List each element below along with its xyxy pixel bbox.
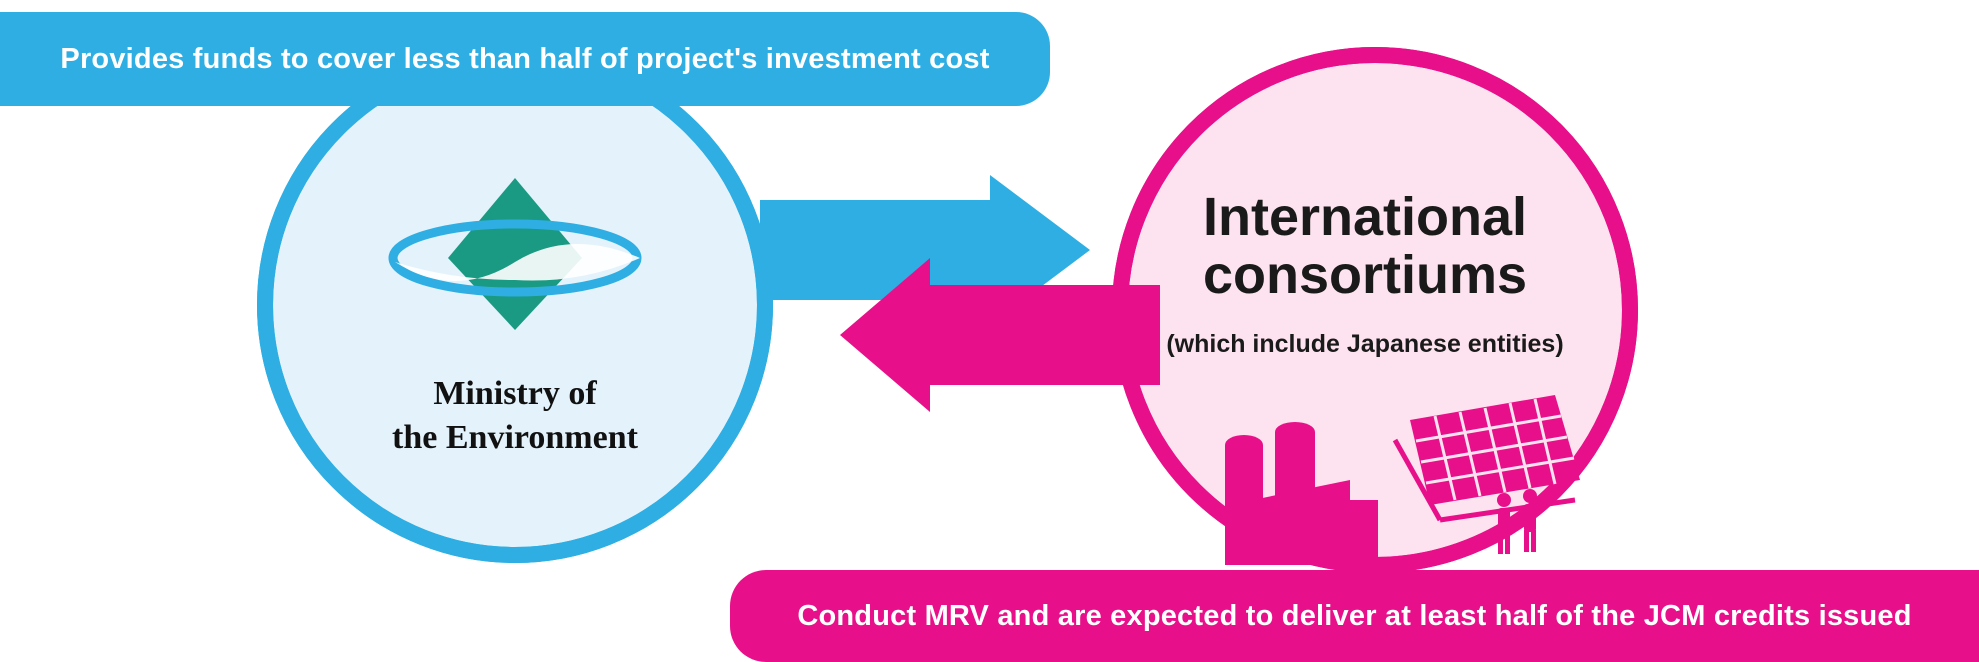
funding-banner-text: Provides funds to cover less than half o…: [60, 42, 990, 75]
mrv-banner-text: Conduct MRV and are expected to deliver …: [797, 599, 1912, 632]
solar-panel-icon: [1392, 395, 1580, 523]
ministry-label: Ministry of the Environment: [330, 372, 700, 460]
people-icon: [1497, 488, 1557, 554]
ministry-label-line2: the Environment: [392, 419, 638, 456]
consortium-title-line2: consortiums: [1202, 245, 1528, 305]
left-arrow-icon: [840, 258, 1160, 412]
consortium-title: International consortiums: [1105, 188, 1625, 304]
ministry-label-line1: Ministry of: [433, 375, 597, 412]
ministry-logo-icon: [388, 178, 642, 330]
mrv-banner: Conduct MRV and are expected to deliver …: [730, 570, 1979, 662]
factory-icon: [1225, 422, 1378, 565]
consortium-subtitle: (which include Japanese entities): [1166, 330, 1564, 358]
consortium-title-line1: International: [1202, 187, 1528, 247]
funding-banner: Provides funds to cover less than half o…: [0, 12, 1050, 106]
